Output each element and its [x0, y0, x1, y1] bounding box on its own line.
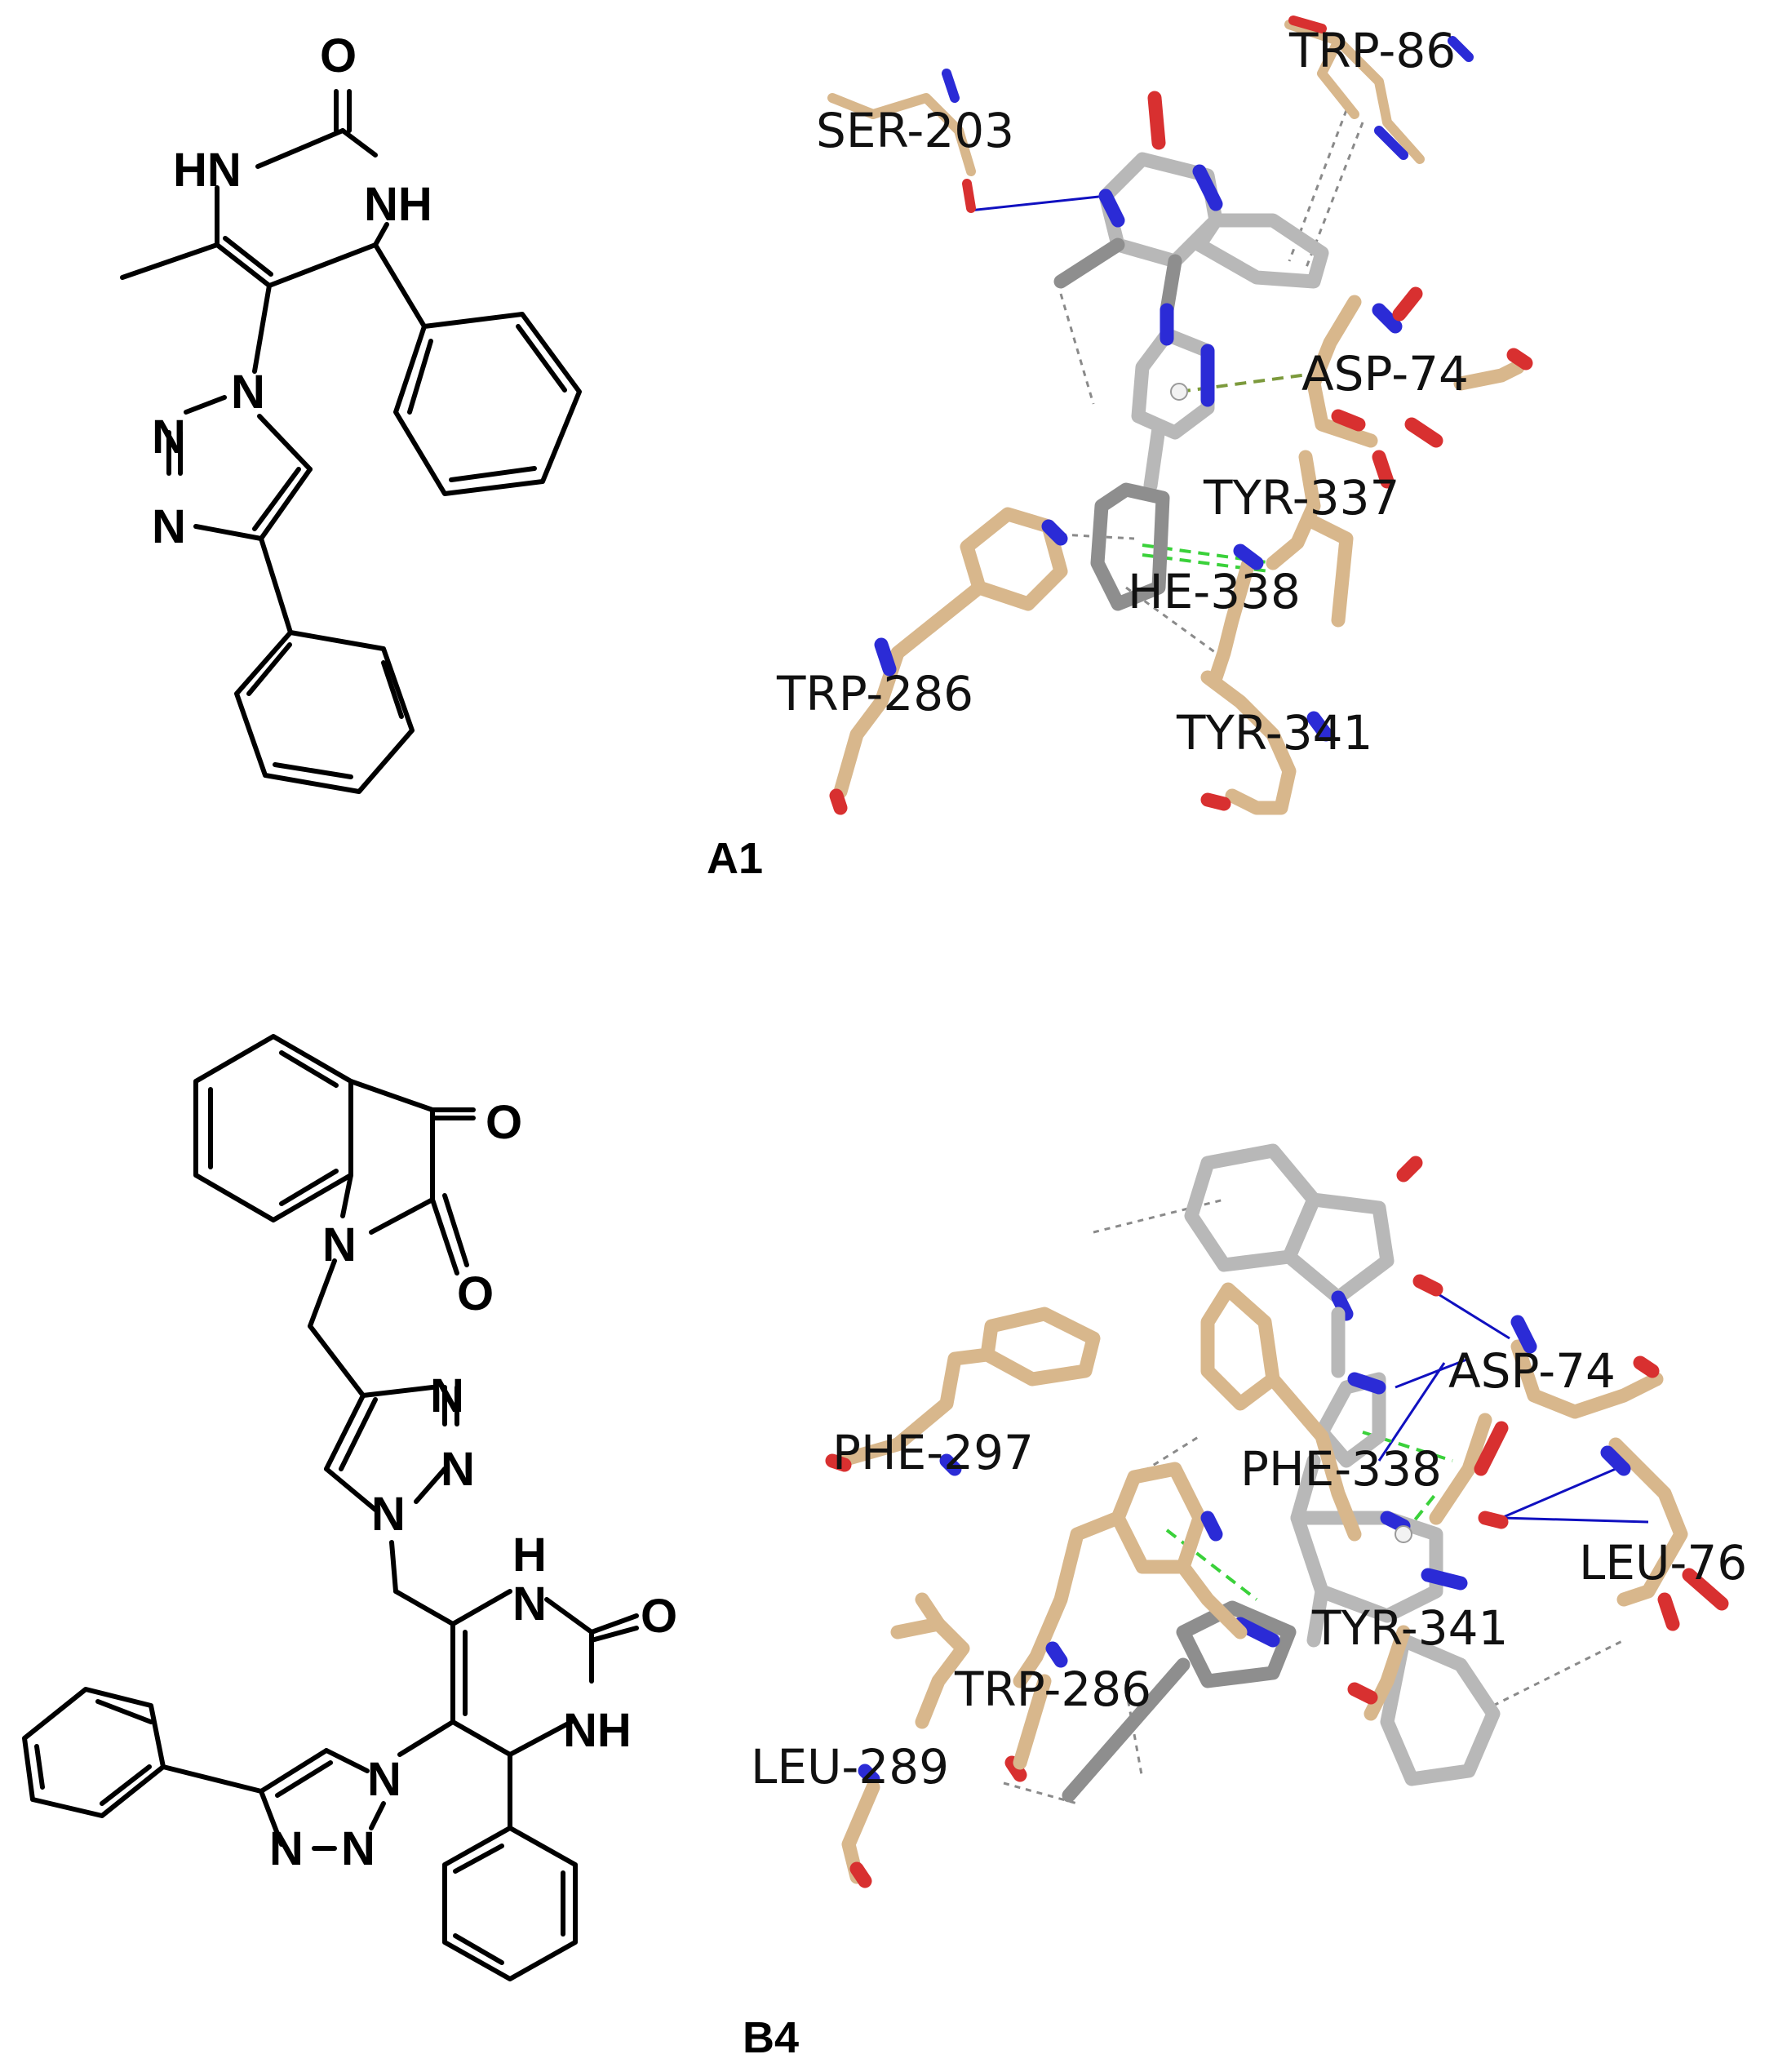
- nitrogen-label: N: [152, 410, 186, 464]
- nh-label: NH: [563, 1704, 632, 1757]
- hydrogen-bond: [1501, 1516, 1649, 1524]
- residue-label: TYR-337: [1203, 470, 1399, 526]
- pi-pi-interaction: [1362, 1431, 1453, 1462]
- residue-leu-289: [841, 1592, 970, 1888]
- residue-label: PHE-338: [1240, 1441, 1442, 1497]
- hydrophobic-contact: [1288, 109, 1348, 262]
- hydrophobic-contact: [1059, 293, 1095, 405]
- hydrogen-bond: [1377, 1362, 1446, 1462]
- residue-label: SER-203: [816, 103, 1014, 158]
- nitrogen-label: N: [441, 1443, 475, 1496]
- residue-label: TRP-286: [776, 666, 973, 721]
- residue-label: TYR-341: [1311, 1600, 1508, 1656]
- hydrogen-bond: [1501, 1467, 1616, 1520]
- residue-tyr-341: [1200, 670, 1333, 815]
- residue-label: ASP-74: [1301, 346, 1469, 402]
- structure-b4: O N O N N N H N O NH N N N: [22, 1034, 677, 1981]
- residue-he-338: [1208, 544, 1264, 685]
- nitrogen-label: N: [322, 1218, 357, 1271]
- hydrophobic-contact: [1492, 1639, 1625, 1707]
- residue-label: PHE-297: [832, 1425, 1034, 1480]
- residue-label: ASP-74: [1448, 1343, 1616, 1399]
- residue-trp-286: [829, 507, 1068, 815]
- residue-tyr-341: [1347, 1625, 1411, 1721]
- hydrogen-label: H: [512, 1528, 547, 1582]
- residue-phe-297: [825, 1307, 1101, 1476]
- residue-trp-86: [1284, 16, 1474, 164]
- residue-label: LEU-289: [751, 1739, 949, 1795]
- residue-label: TRP-86: [1288, 23, 1456, 78]
- hydrophobic-contact: [1124, 1688, 1144, 1780]
- nitrogen-label: N: [231, 366, 265, 419]
- ring-centroid: [1395, 1525, 1412, 1543]
- hydrophobic-contact: [1125, 586, 1217, 654]
- panel-label-a1: A1: [707, 834, 763, 883]
- residue-tyr-337: [1266, 450, 1395, 628]
- pi-cation-interaction: [1178, 372, 1315, 393]
- oxygen-label: O: [457, 1267, 494, 1320]
- nh-label: NH: [364, 178, 432, 231]
- oxygen-label: O: [486, 1096, 522, 1149]
- docking-view-a1: SER-203 TRP-86 ASP-74 TYR-337 HE-338 TRP…: [776, 16, 1533, 815]
- hydrophobic-contact: [1003, 1781, 1078, 1805]
- oxygen-label: O: [320, 29, 357, 82]
- nitrogen-label: N: [367, 1753, 401, 1806]
- nitrogen-label: N: [371, 1488, 406, 1541]
- hydrogen-bond: [969, 194, 1107, 212]
- residue-asp-74: [1429, 1315, 1664, 1525]
- ligand-a1: [1053, 91, 1329, 611]
- pi-pi-interaction: [1165, 1528, 1258, 1601]
- nh-label: HN: [173, 144, 242, 197]
- ligand-b4: [1062, 1143, 1509, 1803]
- panel-label-b4: B4: [743, 2013, 799, 2062]
- residue-phe-338: [1200, 1282, 1362, 1542]
- residue-label: LEU-76: [1579, 1535, 1747, 1591]
- residue-asp-74: [1306, 286, 1533, 448]
- nitrogen-label: N: [430, 1369, 464, 1422]
- nitrogen-label: N: [512, 1577, 547, 1631]
- residue-trp-286: [1004, 1462, 1248, 1782]
- nitrogen-label: N: [269, 1822, 304, 1875]
- docking-view-b4: PHE-297 ASP-74 PHE-338 LEU-76 TYR-341 TR…: [751, 1143, 1747, 1888]
- residue-leu-76: [1600, 1437, 1729, 1631]
- residue-label: HE-338: [1128, 564, 1301, 619]
- nitrogen-label: N: [152, 500, 186, 553]
- residue-label: TYR-341: [1176, 705, 1372, 761]
- residue-ser-203: [827, 69, 976, 213]
- residue-label: TRP-286: [954, 1662, 1151, 1717]
- ring-centroid: [1170, 383, 1188, 401]
- structure-a1: O HN NH N N N: [120, 29, 582, 794]
- oxygen-label: O: [641, 1590, 677, 1643]
- hydrogen-bond: [1395, 1357, 1470, 1389]
- nitrogen-label: N: [341, 1822, 375, 1875]
